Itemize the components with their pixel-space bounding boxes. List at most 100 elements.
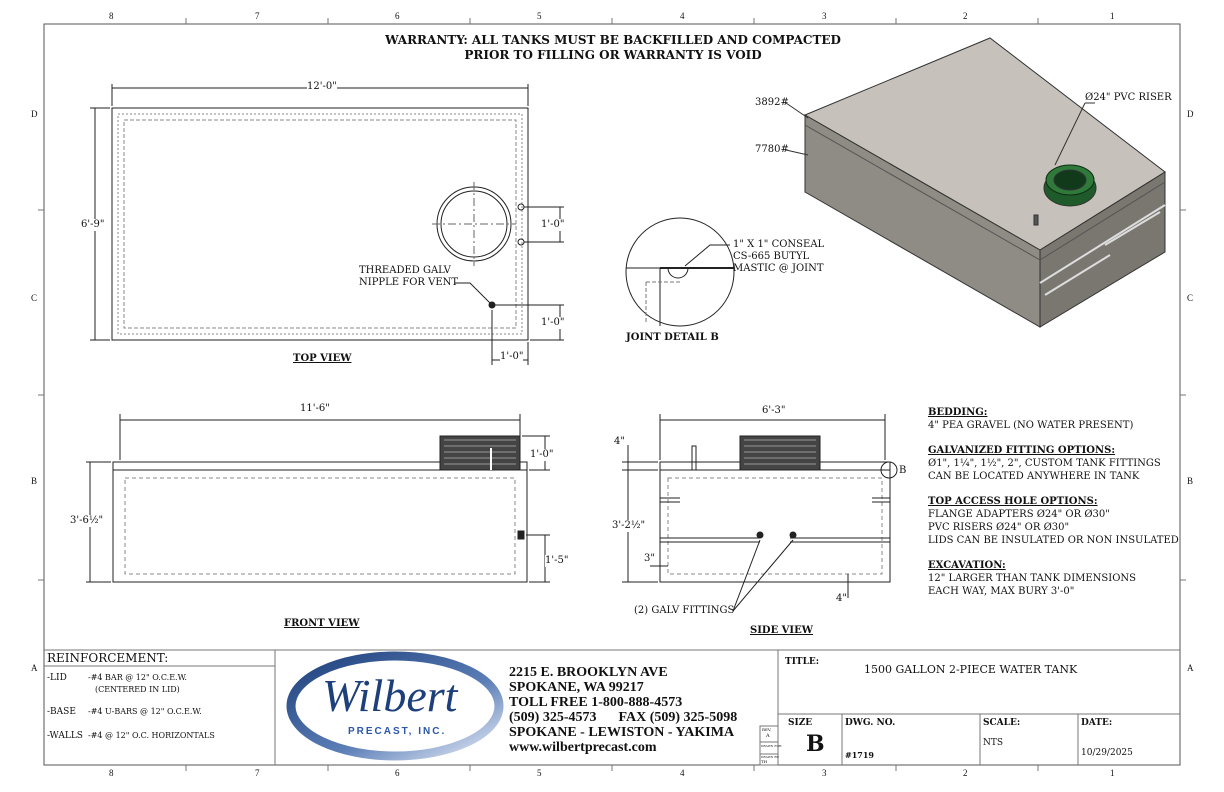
zone-col-1-bottom: 1 — [1110, 768, 1115, 778]
drawn-by-label: DRAWN BY: — [761, 755, 780, 759]
zone-row-a: A — [31, 663, 38, 673]
reinf-base-part: -BASE — [47, 707, 76, 717]
warranty-line-1: WARRANTY: ALL TANKS MUST BE BACKFILLED A… — [385, 33, 841, 47]
warranty-line-2: PRIOR TO FILLING OR WARRANTY IS VOID — [464, 48, 762, 62]
title-label: TITLE: — [785, 657, 820, 667]
joint-note-2: CS-665 BUTYL — [733, 251, 810, 262]
side-wall-dim: 4" — [836, 593, 847, 604]
zone-col-6: 6 — [395, 11, 400, 21]
reinforcement-title: REINFORCEMENT: — [47, 651, 169, 665]
side-view-drawing — [622, 414, 898, 612]
scale-value: NTS — [983, 738, 1004, 748]
zone-col-2-bottom: 2 — [963, 768, 968, 778]
galv-line-2: CAN BE LOCATED ANYWHERE IN TANK — [928, 471, 1140, 482]
drawing-title: 1500 GALLON 2-PIECE WATER TANK — [864, 663, 1078, 676]
phone: (509) 325-4573 — [509, 710, 597, 725]
zone-col-8-bottom: 8 — [109, 768, 114, 778]
zone-col-4: 4 — [680, 11, 685, 21]
zone-row-b-right: B — [1187, 476, 1194, 486]
excavation-line-2: EACH WAY, MAX BURY 3'-0" — [928, 586, 1075, 597]
zone-col-7-bottom: 7 — [255, 768, 260, 778]
zone-col-2: 2 — [963, 11, 968, 21]
scale-label: SCALE: — [983, 718, 1021, 728]
drawn-by-value: TH — [761, 759, 768, 764]
rev-label: REV. — [762, 727, 772, 732]
general-notes: BEDDING: 4" PEA GRAVEL (NO WATER PRESENT… — [928, 406, 1179, 598]
reinf-lid-part: -LID — [47, 673, 67, 683]
wilbert-logo — [286, 651, 504, 761]
front-riser-dim: 1'-0" — [530, 449, 554, 461]
zone-row-b: B — [31, 476, 38, 486]
top-height-dim: 6'-9" — [81, 219, 105, 231]
hole-dim: 1'-0" — [541, 219, 565, 231]
zone-col-5: 5 — [537, 11, 542, 21]
zone-col-8: 8 — [109, 11, 114, 21]
address-line-2: SPOKANE, WA 99217 — [509, 680, 644, 695]
zone-col-4-bottom: 4 — [680, 768, 685, 778]
zone-row-c-right: C — [1187, 293, 1194, 303]
zone-ticks — [38, 18, 1186, 771]
zone-row-a-right: A — [1187, 663, 1194, 673]
date-label: DATE: — [1081, 718, 1113, 728]
zone-col-3: 3 — [822, 11, 827, 21]
bedding-title: BEDDING: — [928, 407, 988, 418]
company-address: 2215 E. BROOKLYN AVE SPOKANE, WA 99217 T… — [509, 665, 737, 755]
vent-offset-dim: 1'-0" — [541, 317, 565, 329]
vent-label-2: NIPPLE FOR VENT — [359, 277, 459, 288]
front-fitting-dim: 1'-5" — [545, 555, 569, 567]
dwg-no-label: DWG. NO. — [845, 718, 896, 728]
access-line-2: PVC RISERS Ø24" OR Ø30" — [928, 522, 1070, 533]
side-floor-dim: 3" — [644, 553, 655, 564]
front-view-label: FRONT VIEW — [284, 618, 360, 629]
reinf-lid-spec: -#4 BAR @ 12" O.C.E.W. — [88, 673, 187, 682]
reinf-walls-spec: -#4 @ 12" O.C. HORIZONTALS — [88, 731, 215, 740]
zone-col-7: 7 — [255, 11, 260, 21]
zone-col-5-bottom: 5 — [537, 768, 542, 778]
size-label: SIZE — [788, 718, 813, 728]
joint-note-1: 1" X 1" CONSEAL — [733, 239, 825, 250]
website: www.wilbertprecast.com — [509, 740, 657, 755]
galv-line-1: Ø1", 1¼", 1½", 2", CUSTOM TANK FITTINGS — [928, 458, 1161, 469]
access-line-1: FLANGE ADAPTERS Ø24" OR Ø30" — [928, 509, 1110, 520]
logo-wordmark: Wilbert — [322, 670, 458, 721]
galv-title: GALVANIZED FITTING OPTIONS: — [928, 445, 1116, 456]
lid-weight: 3892# — [755, 97, 789, 108]
reinf-base-spec: -#4 U-BARS @ 12" O.C.E.W. — [88, 707, 202, 716]
zone-row-d-right: D — [1187, 109, 1194, 119]
zone-col-3-bottom: 3 — [822, 768, 827, 778]
warranty-note: WARRANTY: ALL TANKS MUST BE BACKFILLED A… — [313, 33, 913, 63]
detail-b-callout: B — [899, 465, 907, 476]
reinf-lid-spec-2: (CENTERED IN LID) — [95, 685, 180, 694]
front-view-drawing — [86, 414, 550, 583]
locations: SPOKANE - LEWISTON - YAKIMA — [509, 725, 735, 740]
drawn-for-label: DRAWN FOR: — [761, 744, 783, 748]
dwg-no-value: #1719 — [845, 750, 874, 760]
side-view-label: SIDE VIEW — [750, 625, 813, 636]
joint-note-3: MASTIC @ JOINT — [733, 263, 824, 274]
rev-value: A — [766, 733, 770, 739]
vent-side-dim: 1'-0" — [500, 351, 524, 363]
access-line-3: LIDS CAN BE INSULATED OR NON INSULATED — [928, 535, 1179, 546]
title-block-lines — [44, 649, 1180, 766]
zone-row-c: C — [31, 293, 38, 303]
front-length-dim: 11'-6" — [300, 403, 330, 415]
excavation-title: EXCAVATION: — [928, 560, 1006, 571]
access-title: TOP ACCESS HOLE OPTIONS: — [928, 496, 1098, 507]
toll-free: TOLL FREE 1-800-888-4573 — [509, 695, 683, 710]
date-value: 10/29/2025 — [1081, 748, 1133, 758]
bedding-line: 4" PEA GRAVEL (NO WATER PRESENT) — [928, 420, 1134, 431]
excavation-line-1: 12" LARGER THAN TANK DIMENSIONS — [928, 573, 1137, 584]
joint-detail-label: JOINT DETAIL B — [626, 332, 719, 343]
front-height-dim: 3'-6½" — [70, 515, 104, 527]
joint-detail-drawing — [625, 217, 735, 327]
fax: FAX (509) 325-5098 — [618, 710, 738, 725]
top-width-dim: 12'-0" — [307, 81, 337, 93]
top-view-label: TOP VIEW — [293, 353, 352, 364]
top-view-drawing — [90, 84, 564, 365]
riser-label: Ø24" PVC RISER — [1085, 92, 1172, 103]
reinf-walls-part: -WALLS — [47, 731, 83, 741]
base-weight: 7780# — [755, 144, 789, 155]
side-width-dim: 6'-3" — [762, 405, 786, 417]
